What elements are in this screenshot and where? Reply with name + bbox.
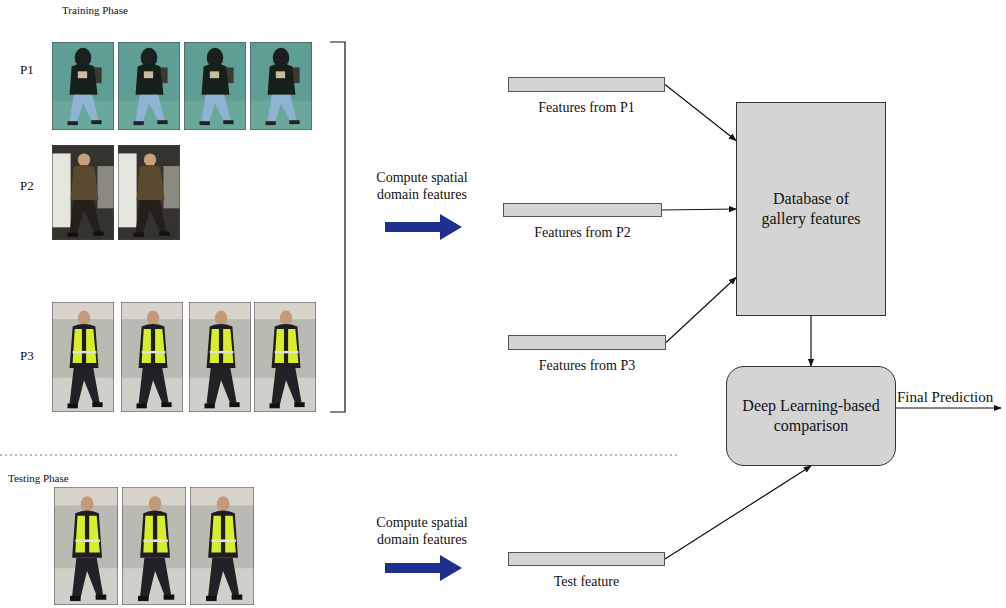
text-label: P1 [20,62,34,78]
feature-bar: Test feature [508,552,665,566]
connector-arrow [810,316,811,366]
text-label: P3 [20,348,34,364]
process-arrow [385,555,462,581]
feature-caption: Features from P3 [539,358,635,375]
database-box: Database of gallery features [736,102,886,316]
feature-bar: Features from P1 [508,77,665,92]
connector-arrow [666,277,736,342]
connector-arrow [665,466,811,559]
node-text: Database of gallery features [751,189,871,229]
output-arrow [896,407,1001,408]
text-label: Compute spatial domain features [370,170,474,204]
comparison-box: Deep Learning-based comparison [726,366,896,466]
phase-divider [0,455,680,456]
text-label: Final Prediction [897,388,993,406]
connector-arrow [662,209,736,210]
feature-bar: Features from P2 [503,203,662,217]
feature-caption: Features from P1 [538,100,634,117]
bracket [330,42,345,412]
process-arrow [385,214,462,240]
node-text: Deep Learning-based comparison [741,396,881,436]
feature-caption: Features from P2 [534,225,630,242]
person-photos [52,42,316,605]
text-label: Testing Phase [8,472,69,485]
feature-caption: Test feature [554,574,619,591]
text-label: P2 [20,178,34,194]
text-label: Compute spatial domain features [370,515,474,549]
connector-arrow [665,85,736,141]
feature-bar: Features from P3 [508,335,666,350]
text-label: Training Phase [62,4,128,17]
